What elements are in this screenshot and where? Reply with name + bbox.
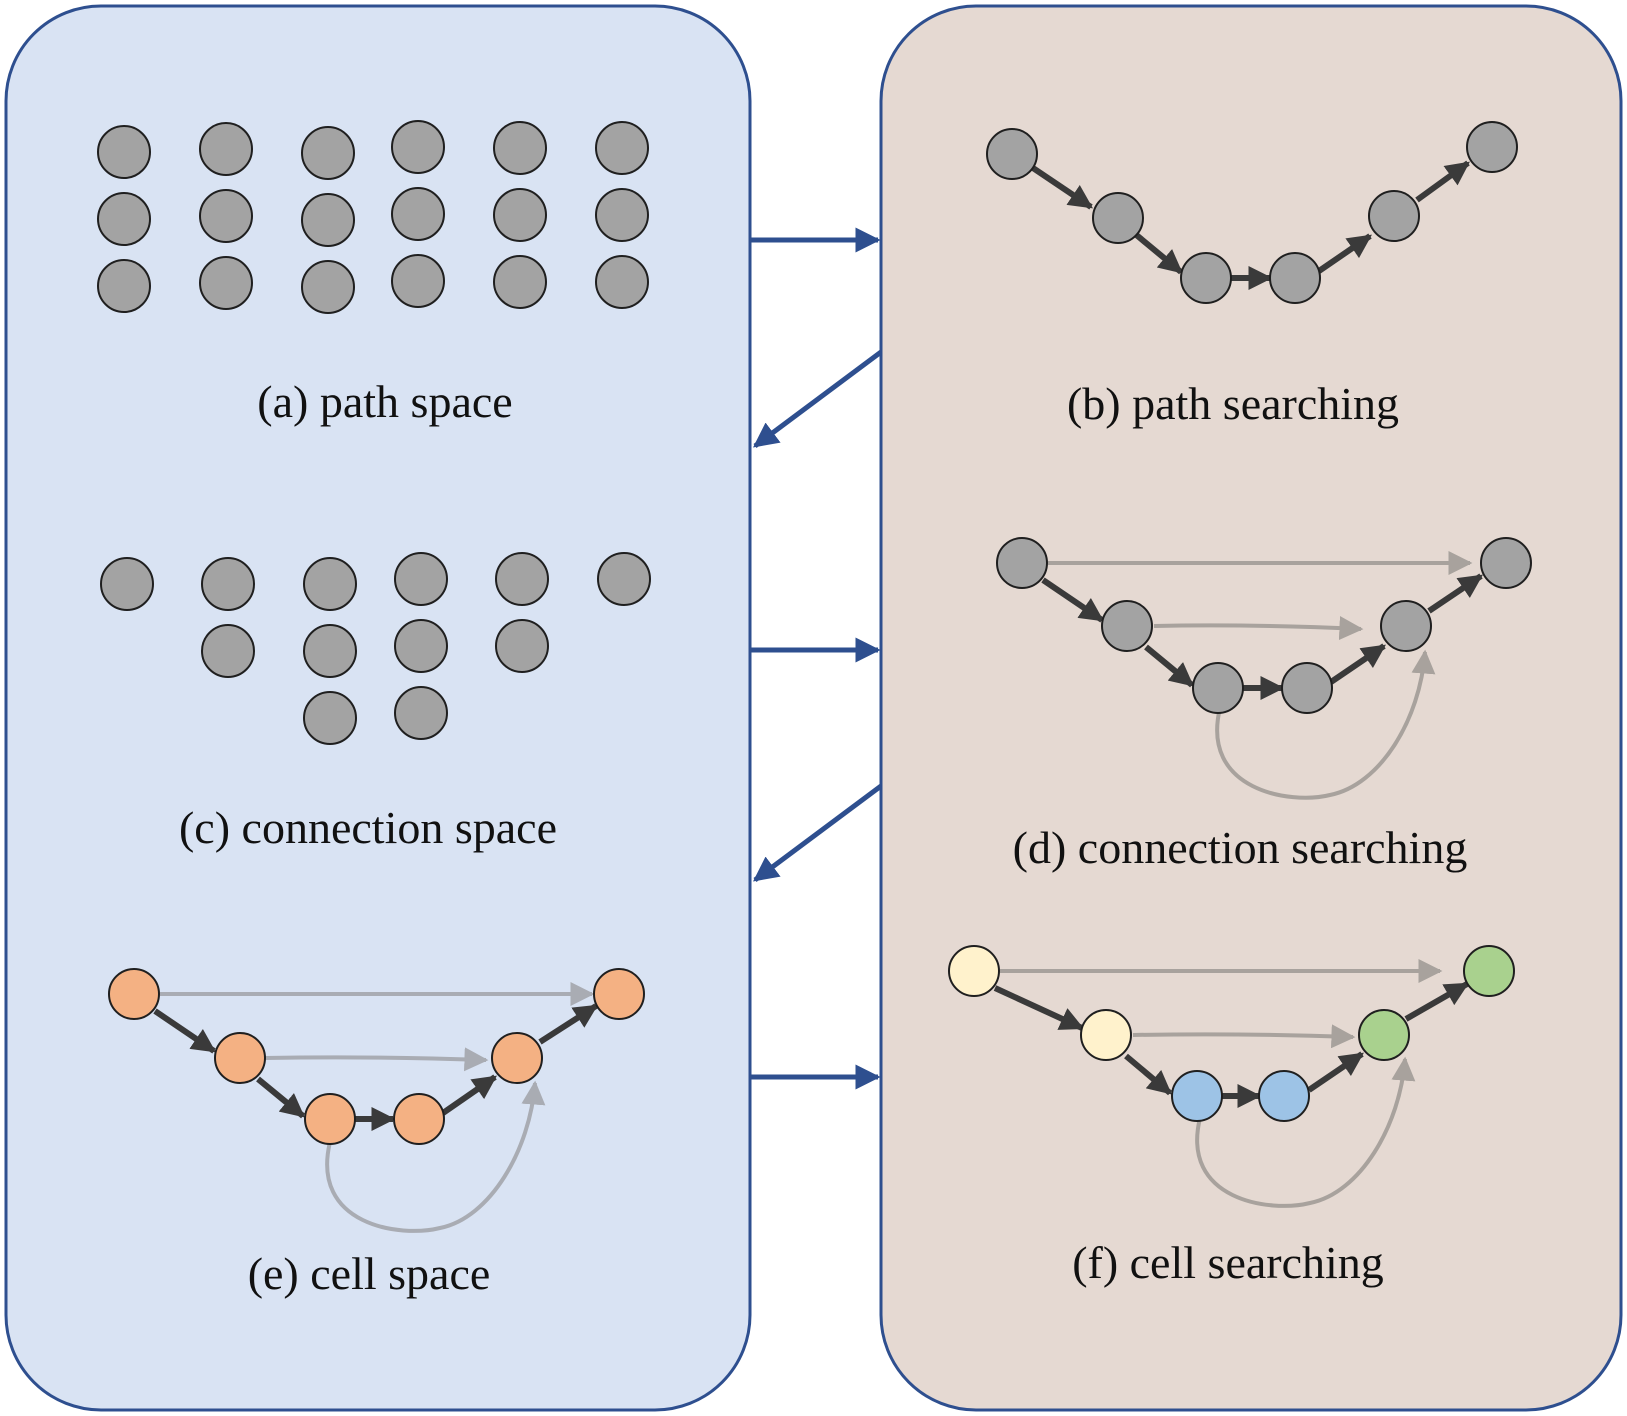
chain-edge [1144,644,1194,688]
connection-searching-graph [996,537,1532,800]
search-process-panel [879,4,1623,1412]
connection-space-node [303,624,357,678]
path-space-node [301,193,355,247]
path-space-node [301,260,355,314]
cell-space-node [593,968,645,1020]
connection-space-node [597,552,651,606]
caption-path-searching: (b) path searching [1067,378,1399,429]
cell-space-nodes [108,968,645,1145]
chain-edge [1041,577,1104,623]
connection-space-node [495,619,549,673]
cell-space-graph [108,968,645,1233]
cell-searching-node [1358,1009,1410,1061]
connection-space-node [303,691,357,745]
cell-space-node [304,1093,356,1145]
cell-searching-node [948,945,1000,997]
connection-node [1281,662,1333,714]
caption-cell-space: (e) cell space [248,1248,491,1299]
skip-connection [1132,1024,1356,1049]
cell-searching-node [1258,1070,1310,1122]
path-space-node [97,125,151,179]
connection-space-node [394,552,448,606]
search-space-panel [4,4,752,1412]
skip-connection [1215,649,1436,800]
cell-space-node [108,968,160,1020]
cell-searching-node [1080,1009,1132,1061]
skip-connection [1153,616,1364,641]
chain-edge [1427,573,1483,614]
chain-edge [1404,981,1470,1022]
connection-node [1101,600,1153,652]
connection-space-node [201,557,255,611]
connection-space-node [394,619,448,673]
connection-space-node [495,552,549,606]
chain-edge [538,1003,599,1045]
connection-node [1380,600,1432,652]
path-space-node [199,189,253,243]
chain-edge [1124,1053,1172,1096]
chain-edge [993,985,1085,1031]
chain-edge [441,1074,497,1116]
flow-arrow-b-to-c [752,349,883,449]
path-node [1466,121,1518,173]
skip-connection [1195,1056,1416,1208]
caption-path-space: (a) path space [257,376,512,427]
path-space-node [595,255,649,309]
path-space-node [97,192,151,246]
path-searching-graph [986,121,1518,304]
skip-connection [264,1047,489,1072]
connection-space-node [100,557,154,611]
flow-arrow-d-to-e [752,783,883,883]
path-space-node [97,259,151,313]
path-node [1092,192,1144,244]
cell-space-node [491,1032,543,1084]
path-space-grid [97,120,649,314]
path-node [1269,252,1321,304]
path-edge [1132,230,1183,275]
connection-node [1192,662,1244,714]
connection-node [1480,537,1532,589]
cell-searching-node [1463,945,1515,997]
connection-space-node [303,557,357,611]
flow-arrows [750,227,883,1090]
cell-space-node [393,1093,445,1145]
path-space-node [595,121,649,175]
path-space-node [493,121,547,175]
cell-space-node [214,1032,266,1084]
path-space-node [493,188,547,242]
caption-connection-space: (c) connection space [179,802,557,853]
path-space-node [595,188,649,242]
caption-connection-searching: (d) connection searching [1013,822,1468,873]
connection-space-node [201,624,255,678]
chain-edge [256,1076,305,1119]
caption-cell-searching: (f) cell searching [1072,1237,1384,1288]
path-node [1368,190,1420,242]
cell-searching-graph [948,945,1515,1208]
path-edge [1415,160,1470,203]
path-space-node [391,187,445,241]
path-node [986,128,1038,180]
path-space-node [199,122,253,176]
cell-searching-node [1171,1070,1223,1122]
chain-edge [153,1008,216,1054]
path-edge [1317,233,1372,274]
path-space-node [493,255,547,309]
path-space-node [391,120,445,174]
chain-edge [1307,1051,1364,1093]
path-node [1180,252,1232,304]
connection-node [996,537,1048,589]
connection-space-node [394,686,448,740]
path-space-node [199,256,253,310]
skip-connection [325,1080,546,1233]
connection-space-grid [100,552,651,745]
cell-searching-nodes [948,945,1515,1122]
path-edge [1031,165,1093,210]
path-space-node [301,126,355,180]
chain-edge [1329,643,1386,685]
path-space-node [391,254,445,308]
